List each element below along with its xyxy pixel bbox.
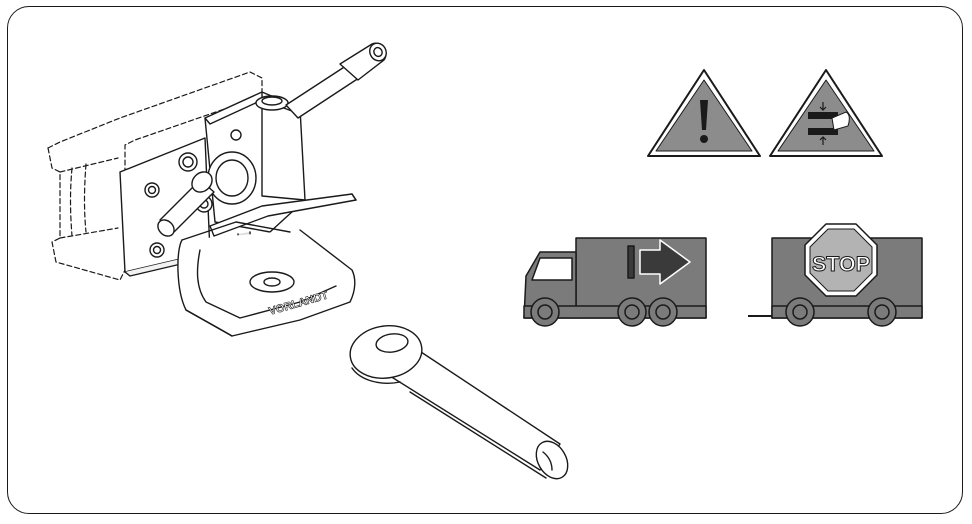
stop-sign-text: STOP	[812, 253, 870, 276]
general-warning-icon	[647, 69, 761, 157]
illustration-frame	[7, 6, 963, 514]
towing-coupling-illustration	[47, 42, 387, 337]
drawbar-eye-illustration	[349, 325, 569, 480]
truck-forward-icon	[523, 237, 707, 327]
trailer-stop-icon	[748, 223, 923, 327]
vehicle-frame-dashed-outline	[47, 71, 263, 281]
hand-crush-warning-icon	[769, 69, 883, 157]
